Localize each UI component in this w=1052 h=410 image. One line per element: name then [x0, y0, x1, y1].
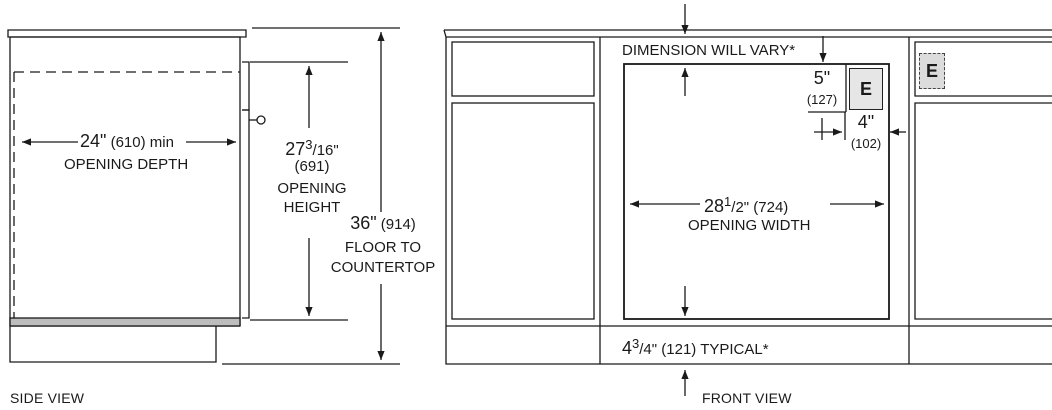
- front-countertop: [443, 29, 1052, 38]
- floor-label-1: FLOOR TO: [344, 239, 422, 256]
- side-height-extension: [250, 61, 348, 321]
- depth-dimension: 24" (610) min: [80, 131, 174, 151]
- front-opening-sides: [599, 37, 910, 364]
- height-label-2: HEIGHT: [283, 199, 341, 216]
- floor-label-2: COUNTERTOP: [330, 259, 436, 276]
- outlet-vertical-dimension: 5": [813, 68, 831, 88]
- toe-kick-dimension: 43/4" (121) TYPICAL*: [622, 336, 769, 358]
- side-countertop: [7, 29, 247, 38]
- outlet-horizontal-dimension: 4": [857, 112, 875, 132]
- right-door: [914, 102, 1052, 320]
- outlet-letter: E: [859, 79, 872, 99]
- front-view-drawing: [443, 4, 1052, 396]
- outlet-v-ext: [808, 64, 847, 113]
- right-drawer: [914, 41, 1052, 97]
- height-dimension: 273/16": [285, 137, 339, 159]
- depth-label: OPENING DEPTH: [64, 156, 189, 173]
- side-cabinet-top: [10, 36, 241, 326]
- floor-dimension: 36" (914): [350, 213, 416, 233]
- width-dimension: 281/2" (724): [704, 194, 789, 216]
- height-label-1: OPENING: [277, 180, 347, 197]
- side-door-handle: [256, 115, 266, 125]
- front-cabinet-outline: [445, 37, 1052, 365]
- side-opening-dashed: [13, 71, 240, 318]
- side-view-drawing: [7, 27, 400, 365]
- front-view-caption: FRONT VIEW: [702, 390, 792, 406]
- electrical-outlet-box: E: [849, 68, 883, 110]
- electrical-outlet-box-alt: E: [919, 53, 945, 89]
- side-view-caption: SIDE VIEW: [10, 390, 85, 406]
- outlet-letter-alt: E: [925, 61, 938, 81]
- dimension-will-vary-label: DIMENSION WILL VARY*: [622, 42, 796, 59]
- left-door: [451, 102, 595, 320]
- side-cabinet-outline: [9, 37, 217, 363]
- outlet-horizontal-metric: (102): [850, 136, 882, 151]
- side-door-upper: [242, 61, 250, 111]
- side-floor-extension: [222, 27, 400, 365]
- opening-rect: [623, 63, 890, 320]
- side-door-lower: [242, 109, 250, 319]
- width-label: OPENING WIDTH: [688, 217, 811, 234]
- left-drawer: [451, 41, 595, 97]
- outlet-vertical-metric: (127): [806, 92, 838, 107]
- height-metric: (691): [294, 158, 330, 175]
- side-base-plate: [9, 317, 241, 327]
